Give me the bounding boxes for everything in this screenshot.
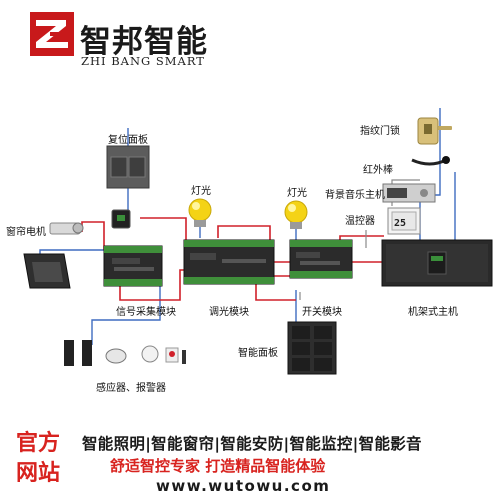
fingerprint-lock-icon [417,117,452,145]
label-curtain-motor: 窗帘电机 [6,227,46,238]
dimming-module [183,239,275,285]
label-reset-panel: 复位面板 [108,135,148,146]
label-sensors-alarms: 感应器、报警器 [96,383,166,394]
switch-module [289,239,353,279]
brand-subtitle: ZHI BANG SMART [81,54,205,68]
system-diagram: 25 [23,108,493,375]
label-ir-rod: 红外棒 [363,165,393,176]
wire-red-curtain [81,221,105,250]
wire-sensors [91,285,161,345]
label-rack-host: 机架式主机 [408,307,458,318]
label-bg-music-host: 背景音乐主机 [325,190,385,201]
reset-module [111,209,131,229]
bg-music-host [382,183,436,203]
wires-blue [39,108,456,345]
light-bulb-1-icon [188,198,212,227]
label-thermostat: 温控器 [345,216,375,227]
label-smart-panel: 智能面板 [238,348,278,359]
smart-panel [287,321,337,375]
brand-logo-icon [30,12,74,56]
label-switch-module: 开关模块 [302,307,342,318]
footer: 官方 网站 [0,424,500,500]
thermostat [387,207,421,235]
footer-slogan: 舒适智控专家 打造精品智能体验 [110,457,326,475]
label-fingerprint-lock: 指纹门锁 [360,126,400,137]
rack-host [381,239,493,287]
wire-red-bottom [119,269,186,301]
wire-red-dim [217,225,290,263]
curtain-panel [23,253,71,289]
light-bulb-2-icon [284,200,308,229]
footer-official-line2: 网站 [16,461,61,486]
thermostat-display: 25 [394,218,406,229]
footer-categories: 智能照明|智能窗帘|智能安防|智能监控|智能影音 [82,435,422,453]
signal-module [103,245,163,287]
label-dimming-module: 调光模块 [209,307,249,318]
label-signal-module: 信号采集模块 [116,307,176,318]
ir-rod-icon [411,156,450,166]
wire-red-signal [140,217,187,250]
label-light-1: 灯光 [191,186,211,197]
brand-name: 智邦智能 [80,24,208,60]
reset-panel [106,145,150,189]
label-light-2: 灯光 [287,188,307,199]
curtain-motor [49,222,84,235]
wire-curtain [39,249,104,255]
sensors-icon [64,340,186,366]
footer-official-line1: 官方 [16,431,61,456]
footer-url-link[interactable]: www.wutowu.com [156,477,331,495]
